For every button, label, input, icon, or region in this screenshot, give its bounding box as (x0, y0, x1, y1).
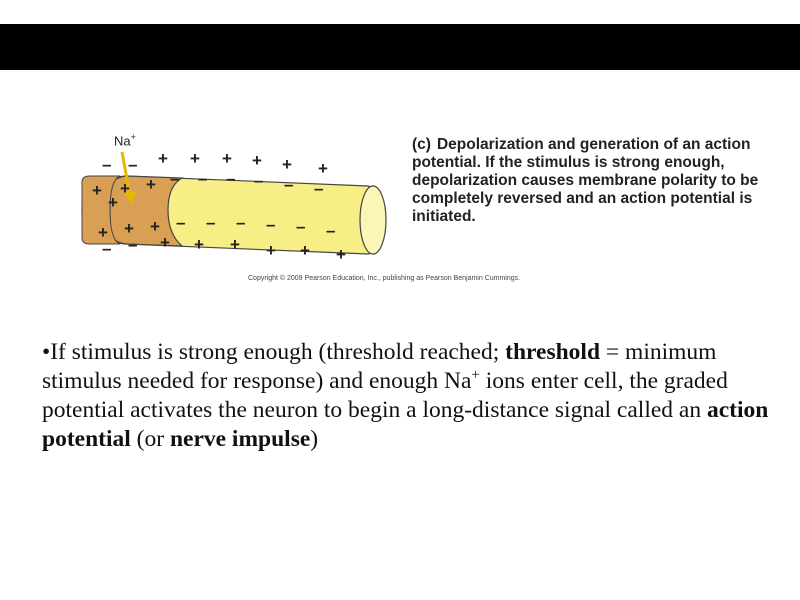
positive-charge-icon: + (146, 175, 156, 194)
text-part: ions enter cell, the graded potential ac… (42, 368, 728, 423)
positive-charge-icon: + (92, 181, 102, 200)
positive-charge-icon: + (194, 235, 204, 254)
positive-charge-icon: + (336, 245, 346, 264)
negative-charge-icon: – (102, 155, 111, 174)
negative-charge-icon: – (296, 217, 305, 236)
positive-charge-icon: + (160, 233, 170, 252)
caption-text: Depolarization and generation of an acti… (412, 136, 759, 225)
copyright-notice: Copyright © 2009 Pearson Education, Inc.… (248, 275, 521, 282)
negative-charge-icon: – (170, 169, 179, 188)
negative-charge-icon: – (284, 175, 293, 194)
negative-charge-icon: – (314, 179, 323, 198)
na-ion-label: Na+ (114, 132, 136, 149)
positive-charge-icon: + (222, 149, 232, 168)
axon-diagram: ––+++++++++––––––++++––––––––++++++ (81, 149, 387, 264)
text-part: = minimum stimulus needed for response) … (42, 339, 717, 394)
term-nerve-impulse: nerve impulse (169, 426, 311, 452)
caption-label: (c) (412, 136, 431, 153)
positive-charge-icon: + (300, 241, 310, 260)
na-superscript: + (471, 367, 480, 383)
term-action-potential: action potential (42, 397, 769, 452)
negative-charge-icon: – (128, 155, 137, 174)
negative-charge-icon: – (226, 169, 235, 188)
text-part: ) (310, 426, 319, 452)
negative-charge-icon: – (266, 215, 275, 234)
bullet: • (42, 339, 51, 365)
positive-charge-icon: + (230, 235, 240, 254)
title-bar (0, 24, 800, 70)
positive-charge-icon: + (266, 241, 276, 260)
negative-charge-icon: – (102, 239, 111, 258)
positive-charge-icon: + (318, 159, 328, 178)
positive-charge-icon: + (158, 149, 168, 168)
negative-charge-icon: – (176, 213, 185, 232)
text-part: (or (130, 426, 170, 452)
na-arrow (120, 151, 132, 197)
term-threshold: threshold (505, 339, 601, 365)
positive-charge-icon: + (190, 149, 200, 168)
negative-charge-icon: – (198, 169, 207, 188)
body-paragraph: •If stimulus is strong enough (threshold… (42, 338, 782, 454)
positive-charge-icon: + (108, 193, 118, 212)
negative-charge-icon: – (236, 213, 245, 232)
negative-charge-icon: – (326, 221, 335, 240)
negative-charge-icon: – (206, 213, 215, 232)
text-part: If stimulus is strong enough (threshold … (50, 339, 506, 365)
positive-charge-icon: + (98, 223, 108, 242)
positive-charge-icon: + (120, 179, 130, 198)
positive-charge-icon: + (252, 151, 262, 170)
action-potential-figure: ––+++++++++––––––++++––––––––++++++ Na+ … (70, 120, 770, 290)
axon-right-end (359, 185, 387, 255)
positive-charge-icon: + (282, 155, 292, 174)
negative-charge-icon: – (128, 235, 137, 254)
negative-charge-icon: – (254, 171, 263, 190)
positive-charge-icon: + (124, 219, 134, 238)
figure-caption: (c)Depolarization and generation of an a… (412, 136, 772, 226)
positive-charge-icon: + (150, 217, 160, 236)
